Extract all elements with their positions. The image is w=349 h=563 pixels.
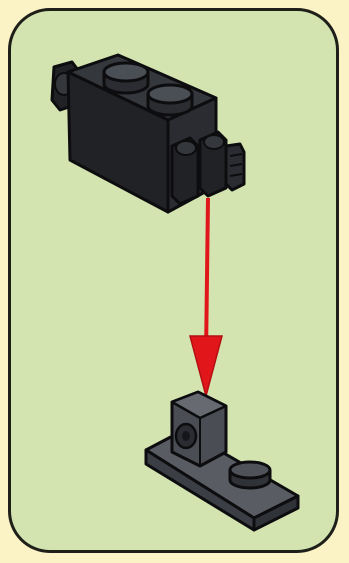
hinge-plate-1x2-locking-icon <box>146 392 298 530</box>
hinge-brick-1x2-locking-icon <box>52 55 244 212</box>
downward-arrow-icon <box>190 198 222 396</box>
